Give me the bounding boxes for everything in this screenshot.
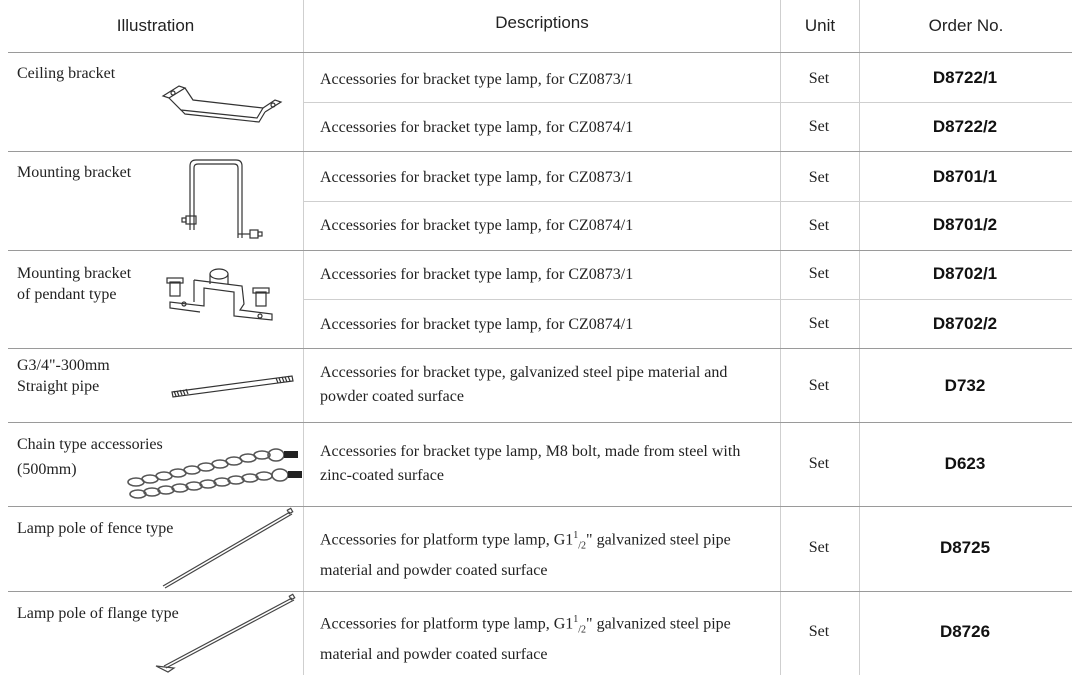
description: Accessories for bracket type, galvanized… <box>320 364 728 405</box>
item-label: Chain type accessories (500mm) <box>17 436 163 478</box>
item-label: Mounting bracket <box>17 164 132 181</box>
header-descriptions: Descriptions <box>495 13 589 32</box>
order-number: D8726 <box>939 622 991 641</box>
row-divider <box>8 348 1072 349</box>
description: Accessories for bracket type lamp, for C… <box>320 266 634 283</box>
header-unit: Unit <box>804 16 836 35</box>
unit: Set <box>808 70 830 87</box>
row-divider <box>304 201 1072 202</box>
item-label: Lamp pole of flange type <box>17 605 179 622</box>
order-number: D8701/1 <box>932 167 998 186</box>
description: Accessories for bracket type lamp, for C… <box>320 169 634 186</box>
straight-pipe-icon <box>171 375 294 398</box>
order-number: D8722/2 <box>932 117 998 136</box>
ceiling-bracket-icon <box>161 85 283 123</box>
description: Accessories for bracket type lamp, M8 bo… <box>320 443 741 484</box>
item-label: Lamp pole of fence type <box>17 520 174 537</box>
unit: Set <box>808 217 830 234</box>
row-divider <box>8 52 1072 53</box>
order-number: D8725 <box>939 538 991 557</box>
description: Accessories for platform type lamp, G11/… <box>320 614 731 663</box>
order-number: D732 <box>944 376 986 395</box>
description: Accessories for bracket type lamp, for C… <box>320 316 634 333</box>
row-divider <box>304 299 1072 300</box>
row-divider <box>8 591 1072 592</box>
order-number: D8701/2 <box>932 215 998 234</box>
description: Accessories for platform type lamp, G11/… <box>320 530 731 579</box>
mounting-bracket-icon <box>181 159 263 239</box>
unit: Set <box>808 169 830 186</box>
order-number: D623 <box>944 454 986 473</box>
row-divider <box>8 422 1072 423</box>
pendant-bracket-icon <box>166 268 273 321</box>
description: Accessories for bracket type lamp, for C… <box>320 119 634 136</box>
item-label: Mounting bracket of pendant type <box>17 265 132 303</box>
unit: Set <box>808 118 830 135</box>
column-divider <box>303 0 304 675</box>
column-divider <box>780 0 781 675</box>
order-number: D8722/1 <box>932 68 998 87</box>
unit: Set <box>808 315 830 332</box>
unit: Set <box>808 265 830 282</box>
item-label: Ceiling bracket <box>17 65 116 82</box>
unit: Set <box>808 623 830 640</box>
description: Accessories for bracket type lamp, for C… <box>320 217 634 234</box>
unit: Set <box>808 539 830 556</box>
order-number: D8702/1 <box>932 264 998 283</box>
row-divider <box>8 250 1072 251</box>
unit: Set <box>808 455 830 472</box>
row-divider <box>304 102 1072 103</box>
row-divider <box>8 151 1072 152</box>
header-illustration: Illustration <box>116 16 195 35</box>
column-divider <box>859 0 860 675</box>
unit: Set <box>808 377 830 394</box>
chain-icon <box>127 448 302 499</box>
order-number: D8702/2 <box>932 314 998 333</box>
header-order-no: Order No. <box>928 16 1004 35</box>
flange-pole-icon <box>155 593 296 673</box>
fence-pole-icon <box>162 507 294 589</box>
item-label: G3/4"-300mm Straight pipe <box>17 357 110 395</box>
row-divider <box>8 506 1072 507</box>
description: Accessories for bracket type lamp, for C… <box>320 71 634 88</box>
